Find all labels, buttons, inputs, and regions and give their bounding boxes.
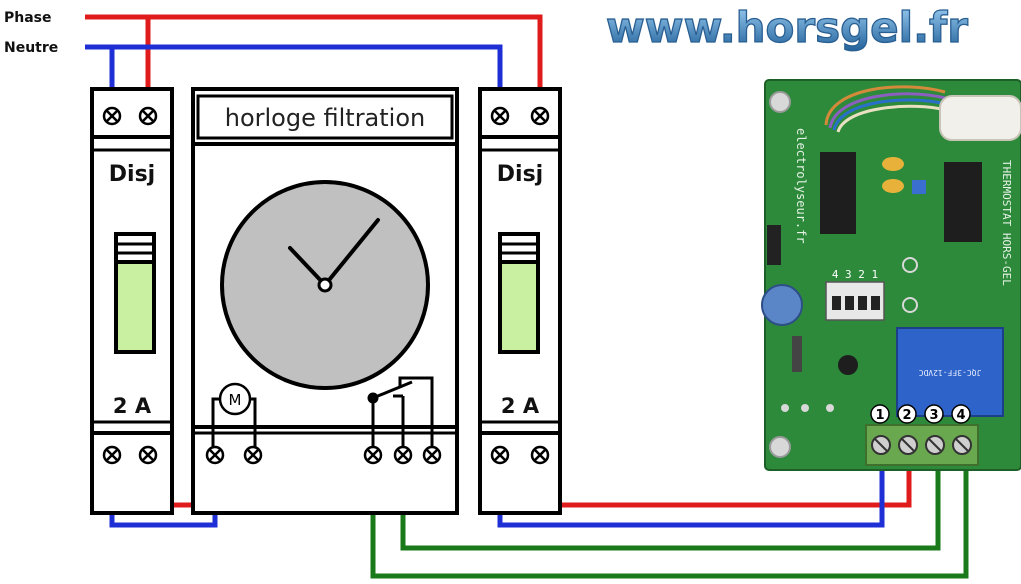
terminal-breaker-left-in-n [102,106,122,126]
motor-icon: M [211,382,257,452]
terminal-timer-c2 [393,445,413,465]
terminal-breaker-right-in-n [490,106,510,126]
terminal-timer-motor-1 [205,445,225,465]
terminal-marker-3 [924,404,944,424]
switch-contact-icon [367,376,434,452]
terminal-breaker-left-out-n [102,445,122,465]
svg-text:3: 3 [929,408,938,423]
terminal-breaker-right-out-p [530,445,550,465]
thermostat-board: 4 3 2 1 JQC-3FF-12VDC electrolyseur.fr T… [761,79,1021,471]
phase-label: Phase [4,10,52,26]
breaker-left: Disj 2 A [90,87,174,515]
breaker-right-name: Disj [497,162,543,187]
terminal-marker-2 [897,404,917,424]
svg-text:4: 4 [956,408,965,423]
breaker-left-name: Disj [109,162,155,187]
breaker-right-rating: 2 A [501,394,540,418]
terminal-breaker-left-in-p [138,106,158,126]
dip-switch-numbers: 4 3 2 1 [832,268,878,281]
board-brand-text: electrolyseur.fr [794,128,808,244]
terminal-timer-c3 [422,445,442,465]
clock-icon [220,180,430,390]
board-model-text: THERMOSTAT HORS-GEL [1000,160,1013,286]
terminal-marker-1 [870,404,890,424]
timer: horloge filtration M [191,87,459,515]
svg-text:2: 2 [902,408,911,423]
website-logo: www.horsgel.fr [606,3,968,52]
terminal-breaker-left-out-p [138,445,158,465]
terminal-breaker-right-out-n [490,445,510,465]
terminal-timer-c1 [363,445,383,465]
terminal-marker-4 [951,404,971,424]
terminal-timer-motor-2 [243,445,263,465]
breaker-right: Disj 2 A [478,87,562,515]
svg-text:1: 1 [875,408,884,423]
svg-text:M: M [229,391,242,409]
screw-terminals [102,106,550,465]
timer-title: horloge filtration [225,104,425,132]
relay-label: JQC-3FF-12VDC [919,368,982,377]
neutre-label: Neutre [4,40,58,56]
breaker-left-rating: 2 A [113,394,152,418]
terminal-breaker-right-in-p [530,106,550,126]
